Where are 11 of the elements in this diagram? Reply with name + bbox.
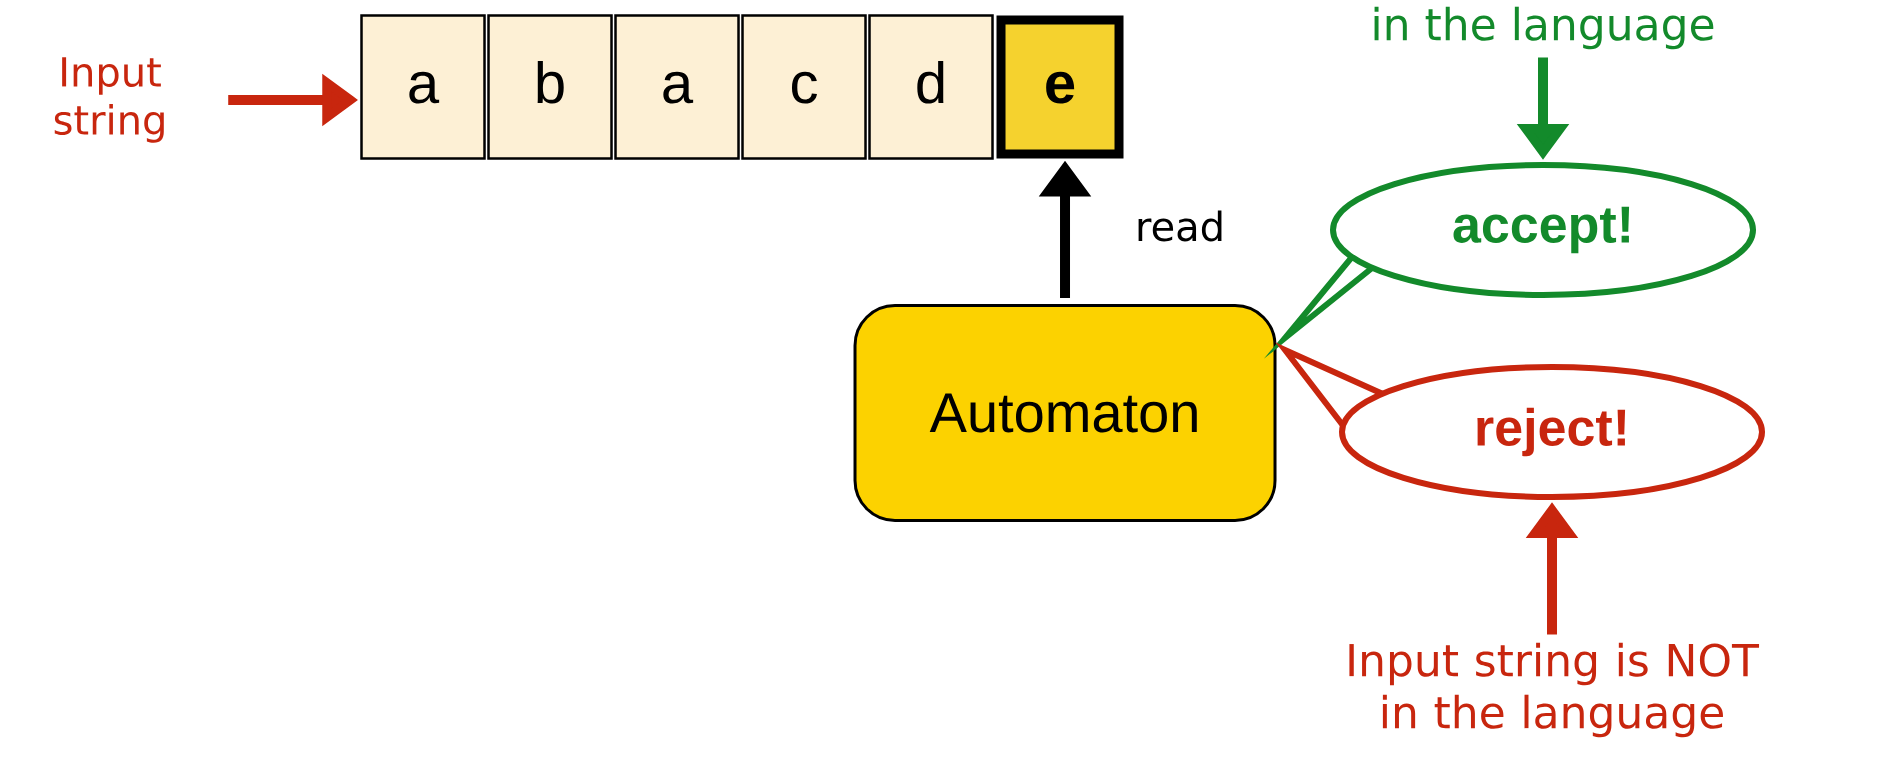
handwritten-note: in the language — [1374, 6, 1714, 50]
tape-cell: d — [868, 14, 994, 160]
handwritten-note: Input string is NOT in the language — [1349, 642, 1760, 738]
automaton-box: Automaton — [853, 304, 1277, 522]
handwritten-note: Input string — [54, 57, 164, 143]
edge-label: read — [1132, 208, 1228, 244]
tape-cell: b — [487, 14, 613, 160]
tape-cell: e — [996, 15, 1124, 159]
tape-cell: a — [614, 14, 740, 160]
tape-cell: c — [741, 14, 867, 160]
tape-cell: a — [360, 14, 486, 160]
